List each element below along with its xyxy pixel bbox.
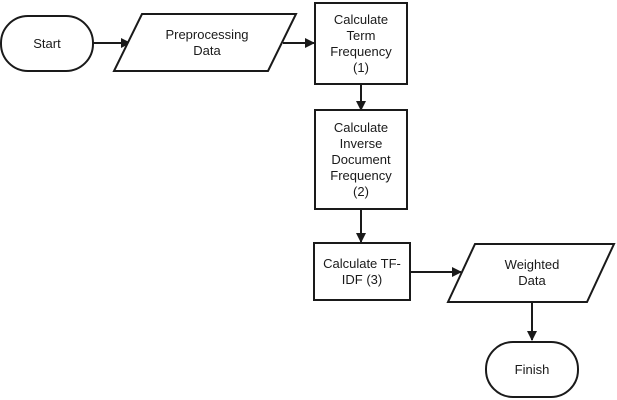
weighted-data-shape <box>446 243 616 303</box>
calculate-idf-process <box>314 109 408 210</box>
calculate-tf-process <box>314 2 408 85</box>
preprocessing-data-shape <box>112 13 298 72</box>
start-terminator <box>0 15 94 72</box>
calculate-tfidf-process <box>313 242 411 301</box>
finish-terminator <box>485 341 579 398</box>
